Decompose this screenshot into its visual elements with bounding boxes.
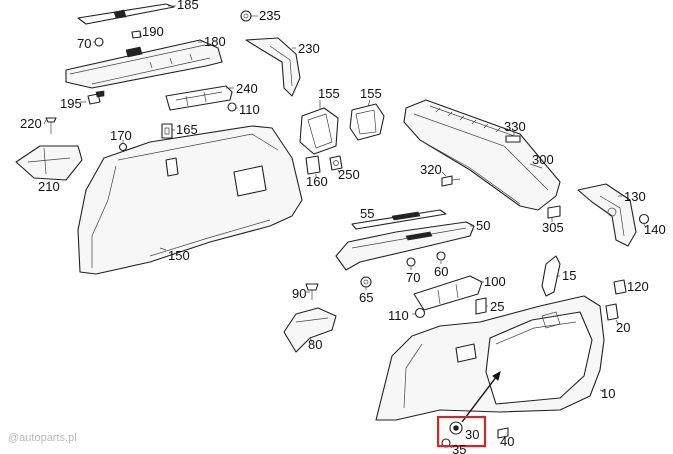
part-170-clip — [118, 142, 128, 152]
highlight-box-part-30 — [436, 415, 487, 448]
part-180-parcel-shelf — [65, 39, 223, 89]
label-220: 220 — [20, 116, 42, 131]
label-320: 320 — [420, 162, 442, 177]
part-305-clip — [547, 205, 561, 219]
label-80: 80 — [308, 337, 322, 352]
part-70-clip-upper — [94, 37, 104, 47]
label-55: 55 — [360, 206, 374, 221]
part-110-nut-upper — [227, 102, 237, 112]
label-210: 210 — [38, 179, 60, 194]
part-25-clip — [475, 297, 487, 315]
label-65: 65 — [359, 290, 373, 305]
part-80-cover — [283, 307, 337, 353]
part-100-bracket — [413, 275, 483, 311]
part-220-screw — [45, 117, 57, 134]
label-20: 20 — [616, 320, 630, 335]
callout-labels: 185 235 190 70 180 230 240 195 110 155 1… — [20, 0, 666, 454]
part-55-strip — [351, 209, 447, 230]
label-195: 195 — [60, 96, 82, 111]
label-110-lower: 110 — [388, 308, 409, 323]
label-250: 250 — [338, 167, 360, 182]
label-240: 240 — [236, 81, 258, 96]
part-120-clip — [613, 279, 627, 295]
label-235: 235 — [259, 8, 281, 23]
leader-lines — [43, 5, 647, 449]
part-20-clip — [605, 303, 619, 321]
part-150-side-trim-panel — [77, 125, 303, 275]
part-250-clip — [329, 155, 343, 171]
part-130-end-cover — [577, 183, 637, 247]
part-185-cover-strip — [77, 3, 175, 25]
label-300: 300 — [532, 152, 554, 167]
part-210-cover — [15, 145, 83, 181]
label-185: 185 — [177, 0, 199, 12]
part-60-clip — [436, 251, 446, 261]
label-50: 50 — [476, 218, 490, 233]
label-140: 140 — [644, 222, 666, 237]
label-180: 180 — [204, 34, 226, 49]
label-15: 15 — [562, 268, 576, 283]
part-65-clip — [360, 276, 372, 288]
label-305: 305 — [542, 220, 564, 235]
label-70-lower: 70 — [406, 270, 420, 285]
part-330-clip — [505, 135, 521, 143]
label-330: 330 — [504, 119, 526, 134]
label-100: 100 — [484, 274, 506, 289]
part-110-nut-lower — [414, 307, 426, 319]
label-230: 230 — [298, 41, 320, 56]
part-30-grommet — [449, 421, 463, 435]
label-40: 40 — [500, 434, 514, 449]
part-300-loading-sill-trim — [403, 99, 561, 211]
part-10-side-trim-panel — [375, 295, 605, 421]
part-15-cover — [541, 255, 561, 297]
label-170: 170 — [110, 128, 132, 143]
label-60: 60 — [434, 264, 448, 279]
part-235-nut — [240, 10, 252, 22]
part-230-side-bracket — [245, 37, 301, 97]
label-35: 35 — [452, 442, 466, 454]
label-10: 10 — [601, 386, 615, 401]
label-165: 165 — [176, 122, 198, 137]
part-190-clip — [131, 30, 142, 39]
part-160-clip — [305, 155, 321, 175]
label-25: 25 — [490, 299, 504, 314]
label-30: 30 — [465, 427, 479, 442]
label-190: 190 — [142, 24, 164, 39]
part-90-screw — [305, 283, 319, 300]
label-160: 160 — [306, 174, 328, 189]
label-155-right: 155 — [360, 86, 382, 101]
label-110-upper: 110 — [239, 102, 260, 117]
arrow-part-30-location — [461, 370, 501, 423]
part-240-bracket — [165, 85, 233, 111]
part-155-cover-left — [299, 107, 339, 155]
part-195-clip — [87, 90, 105, 105]
watermark: @autoparts.pl — [8, 432, 77, 444]
label-155-left: 155 — [318, 86, 340, 101]
label-90: 90 — [292, 286, 306, 301]
part-50-side-rail — [335, 221, 475, 271]
part-70-clip-lower — [406, 257, 416, 267]
part-40-clip — [497, 427, 509, 439]
part-140-nut — [638, 213, 650, 225]
part-165-clip — [161, 123, 173, 139]
label-70-upper: 70 — [77, 36, 91, 51]
part-320-screw — [441, 175, 461, 187]
label-130: 130 — [624, 189, 646, 204]
label-120: 120 — [627, 279, 649, 294]
part-155-cover-right — [349, 103, 385, 141]
label-150: 150 — [168, 248, 190, 263]
